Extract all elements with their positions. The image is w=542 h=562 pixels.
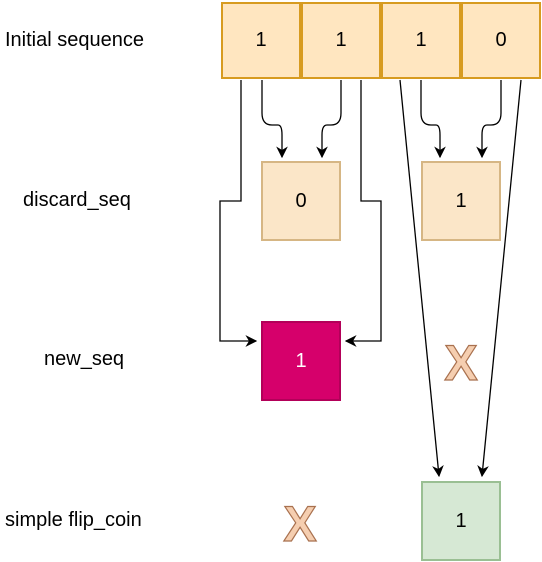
flip-coin-discarded-x-mark: X [283,495,318,552]
new-seq-x-glyph: X [444,335,477,391]
flip-coin-x-glyph: X [283,496,316,552]
arrow-cell2-to-discard0 [316,80,342,159]
arrow-cell3-to-flipcoin [399,79,444,478]
discard-seq-box-1: 0 [261,161,341,241]
new-seq-discarded-x-mark: X [444,334,479,391]
initial-sequence-cell-2: 1 [301,2,381,79]
label-initial-sequence: Initial sequence [5,29,144,51]
flip-coin-box: 1 [421,481,501,561]
discard-seq-box-2: 1 [421,161,501,241]
arrow-cell3-to-discard1 [420,80,446,159]
new-seq-box: 1 [261,321,341,401]
arrow-cell2-to-newseq [344,80,382,347]
label-simple-flip-coin: simple flip_coin [5,509,142,531]
initial-sequence-cell-4: 0 [461,2,541,79]
arrow-cell1-to-newseq [219,80,258,347]
label-discard-seq: discard_seq [23,189,131,211]
arrow-cell1-to-discard0 [261,80,288,159]
label-new-seq: new_seq [44,348,125,370]
arrow-cell4-to-flipcoin [477,79,522,478]
arrow-cell4-to-discard1 [476,80,502,159]
initial-sequence-cell-3: 1 [381,2,461,79]
initial-sequence-cell-1: 1 [221,2,301,79]
